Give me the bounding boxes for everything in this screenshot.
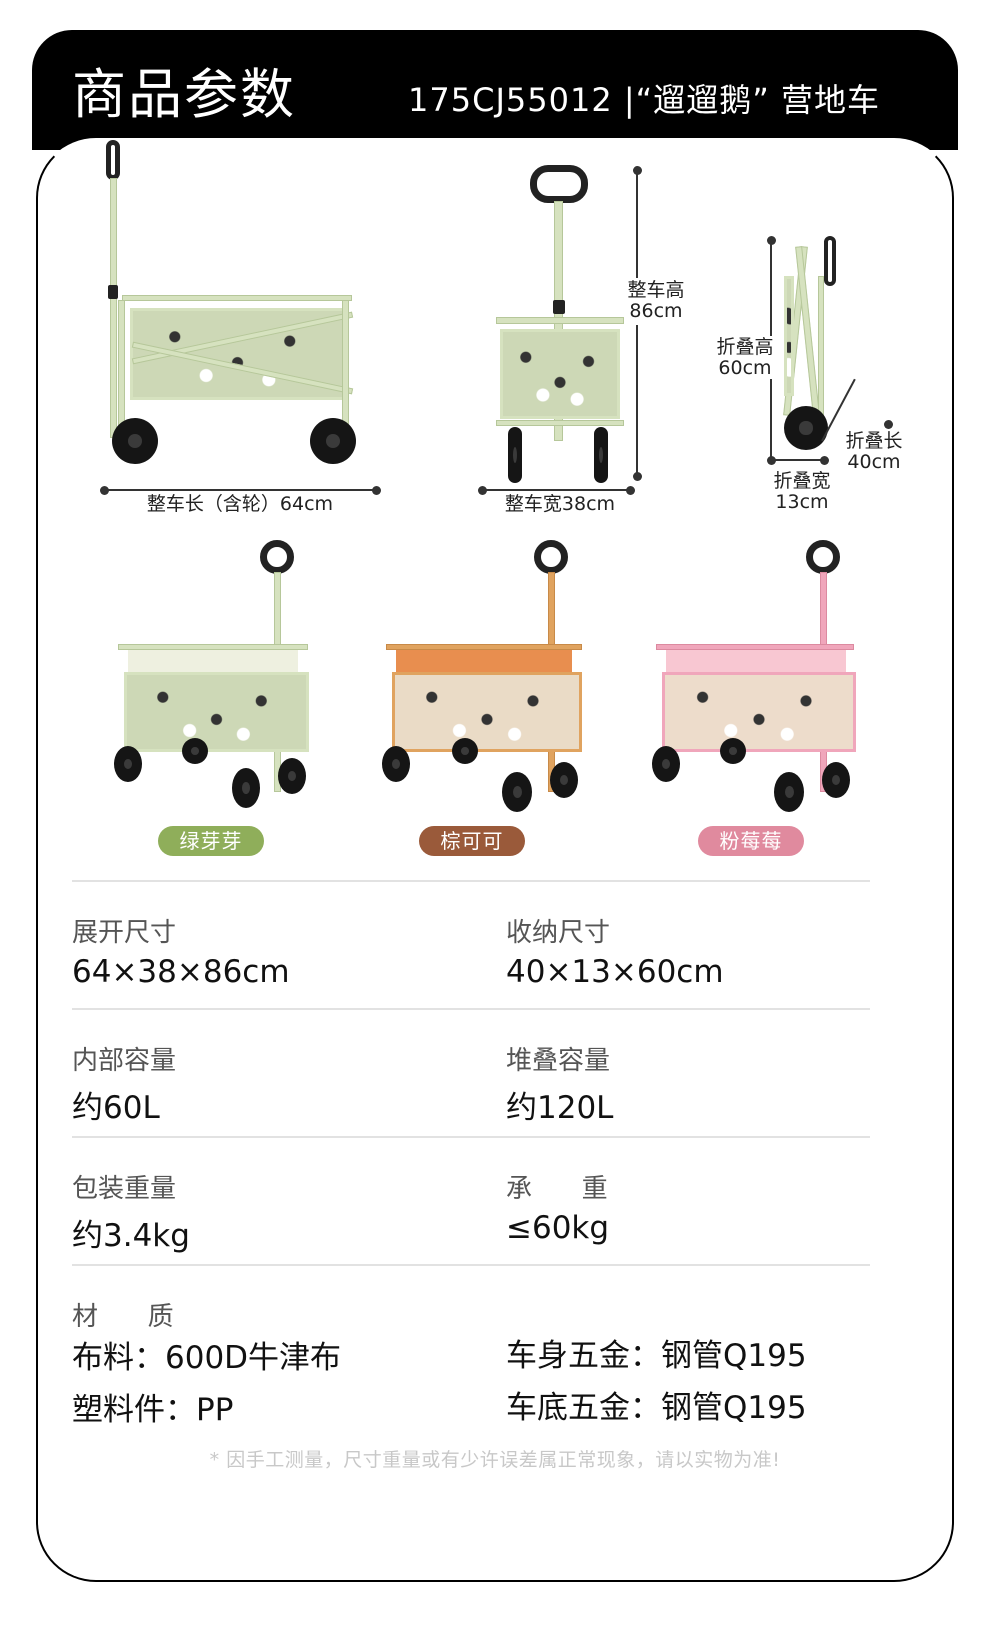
spec-row-material: 材 质 布料：600D牛津布 塑料件：PP 车身五金：钢管Q195 车底五金：钢… [72, 1266, 870, 1466]
spec-value-stacked-capacity: 约120L [506, 1090, 614, 1126]
spec-value-load-capacity: ≤60kg [506, 1210, 610, 1246]
spec-value-internal-capacity: 约60L [72, 1090, 160, 1126]
spec-label-internal-capacity: 内部容量 [72, 1046, 177, 1076]
spec-value-folded-size: 40×13×60cm [506, 954, 724, 990]
folded-width-label-1: 折叠宽 [773, 470, 831, 492]
spec-table: 展开尺寸 64×38×86cm 收纳尺寸 40×13×60cm 内部容量 约60… [72, 880, 870, 1466]
spec-label-load-capacity: 承 重 [506, 1174, 608, 1204]
divider [72, 1136, 870, 1138]
spec-value-unfolded-size: 64×38×86cm [72, 954, 290, 990]
folded-length-label-2: 40cm [847, 451, 901, 473]
product-model-title: 175CJ55012 |“遛遛鹅” 营地车 [408, 81, 880, 119]
spec-value-fabric: 布料：600D牛津布 [72, 1340, 342, 1376]
front-view-cart-image [490, 165, 630, 485]
width-dimension-label: 整车宽38cm [504, 493, 616, 515]
spec-label-package-weight: 包装重量 [72, 1174, 177, 1204]
folded-length-label-1: 折叠长 [845, 430, 903, 452]
spec-row-size: 展开尺寸 64×38×86cm 收纳尺寸 40×13×60cm [72, 882, 870, 1008]
spec-label-folded-size: 收纳尺寸 [506, 918, 611, 948]
spec-row-capacity: 内部容量 约60L 堆叠容量 约120L [72, 1010, 870, 1136]
length-dimension-label: 整车长（含轮）64cm [146, 493, 334, 515]
divider [72, 1008, 870, 1010]
color-variant-pink-image [650, 540, 860, 812]
spec-row-weight: 包装重量 约3.4kg 承 重 ≤60kg [72, 1138, 870, 1264]
color-option-pink[interactable]: 粉莓莓 [698, 826, 804, 856]
divider [72, 1264, 870, 1266]
side-view-cart-image [100, 140, 380, 480]
folded-width-label-2: 13cm [775, 491, 829, 513]
folded-height-label-1: 折叠高 [708, 336, 782, 358]
spec-label-unfolded-size: 展开尺寸 [72, 918, 177, 948]
folded-height-label-2: 60cm [708, 357, 782, 379]
spec-label-stacked-capacity: 堆叠容量 [506, 1046, 611, 1076]
height-dimension-label-2: 86cm [629, 300, 683, 322]
color-option-green[interactable]: 绿芽芽 [158, 826, 264, 856]
color-variant-green-image [110, 540, 320, 810]
color-variant-brown-image [378, 540, 588, 812]
spec-label-material: 材 质 [72, 1302, 174, 1332]
spec-value-base-hardware: 车底五金：钢管Q195 [506, 1390, 807, 1426]
spec-value-plastic: 塑料件：PP [72, 1392, 234, 1428]
page-title: 商品参数 [72, 63, 296, 126]
spec-value-package-weight: 约3.4kg [72, 1218, 190, 1254]
divider [72, 880, 870, 882]
height-dimension-label-1: 整车高 [627, 279, 685, 301]
folded-cart-image [778, 236, 848, 466]
measurement-disclaimer: * 因手工测量，尺寸重量或有少许误差属正常现象，请以实物为准! [209, 1449, 781, 1471]
header-banner [32, 30, 958, 150]
color-option-brown[interactable]: 棕可可 [419, 826, 525, 856]
spec-value-body-hardware: 车身五金：钢管Q195 [506, 1338, 807, 1374]
